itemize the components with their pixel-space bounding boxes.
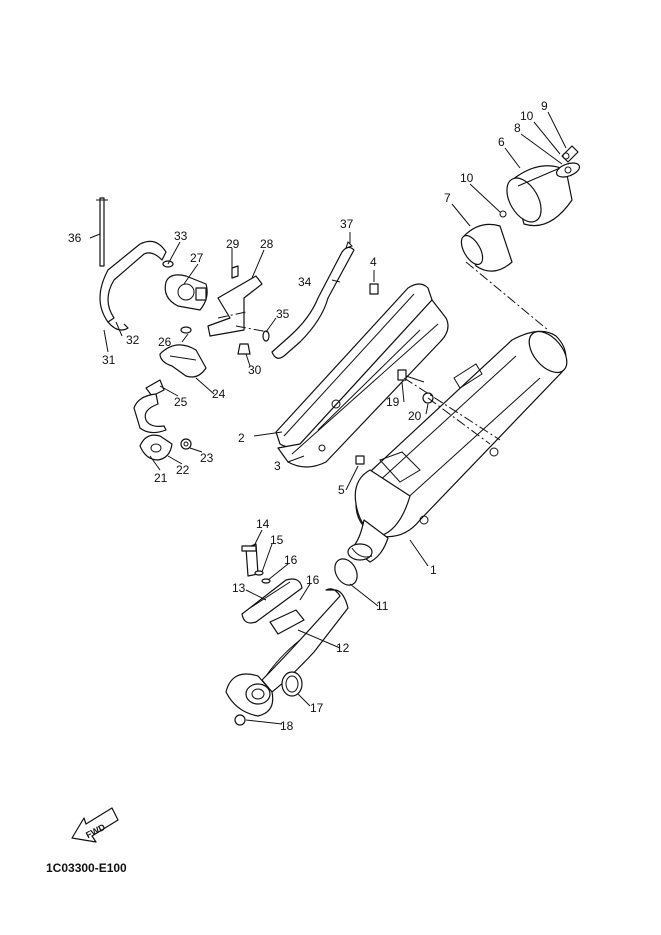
callout-16-upper: 16 <box>284 553 298 567</box>
callout-37: 37 <box>340 217 354 231</box>
callout-31: 31 <box>102 353 116 367</box>
muffler-protector <box>275 283 449 468</box>
callout-21: 21 <box>154 471 168 485</box>
callout-23: 23 <box>200 451 214 465</box>
callout-8: 8 <box>514 121 521 135</box>
callout-24: 24 <box>212 387 226 401</box>
callout-labels: 1 2 3 4 5 6 7 8 9 10 10 11 12 13 14 15 1… <box>68 99 548 733</box>
callout-32: 32 <box>126 333 140 347</box>
callout-17: 17 <box>310 701 324 715</box>
leader-lines <box>89 111 567 725</box>
callout-12: 12 <box>336 641 350 655</box>
callout-20: 20 <box>408 409 422 423</box>
callout-16-lower: 16 <box>306 573 320 587</box>
callout-1: 1 <box>430 563 437 577</box>
end-cap-parts <box>460 145 581 272</box>
forward-direction-arrow: FWD <box>71 807 119 843</box>
callout-7: 7 <box>444 191 451 205</box>
callout-10-top: 10 <box>520 109 534 123</box>
callout-28: 28 <box>260 237 274 251</box>
callout-29: 29 <box>226 237 240 251</box>
callout-27: 27 <box>190 251 204 265</box>
callout-18: 18 <box>280 719 294 733</box>
exhaust-pipe-parts <box>225 543 358 726</box>
callout-30: 30 <box>248 363 262 377</box>
muffler-assembly <box>347 330 568 563</box>
callout-22: 22 <box>176 463 190 477</box>
callout-13: 13 <box>232 581 246 595</box>
callout-26: 26 <box>158 335 172 349</box>
callout-34: 34 <box>298 275 312 289</box>
callout-25: 25 <box>174 395 188 409</box>
callout-6: 6 <box>498 135 505 149</box>
callout-33: 33 <box>174 229 188 243</box>
air-induction-parts <box>96 197 434 465</box>
callout-19: 19 <box>386 395 400 409</box>
callout-14: 14 <box>256 517 270 531</box>
callout-2: 2 <box>238 431 245 445</box>
callout-36: 36 <box>68 231 82 245</box>
callout-10-middle: 10 <box>460 171 474 185</box>
callout-15: 15 <box>270 533 284 547</box>
callout-11: 11 <box>376 599 389 613</box>
diagram-code: 1C03300-E100 <box>46 861 127 875</box>
alignment-lines <box>217 261 549 445</box>
callout-5: 5 <box>338 483 345 497</box>
callout-3: 3 <box>274 459 281 473</box>
callout-35: 35 <box>276 307 290 321</box>
callout-4: 4 <box>370 255 377 269</box>
callout-9: 9 <box>541 99 548 113</box>
